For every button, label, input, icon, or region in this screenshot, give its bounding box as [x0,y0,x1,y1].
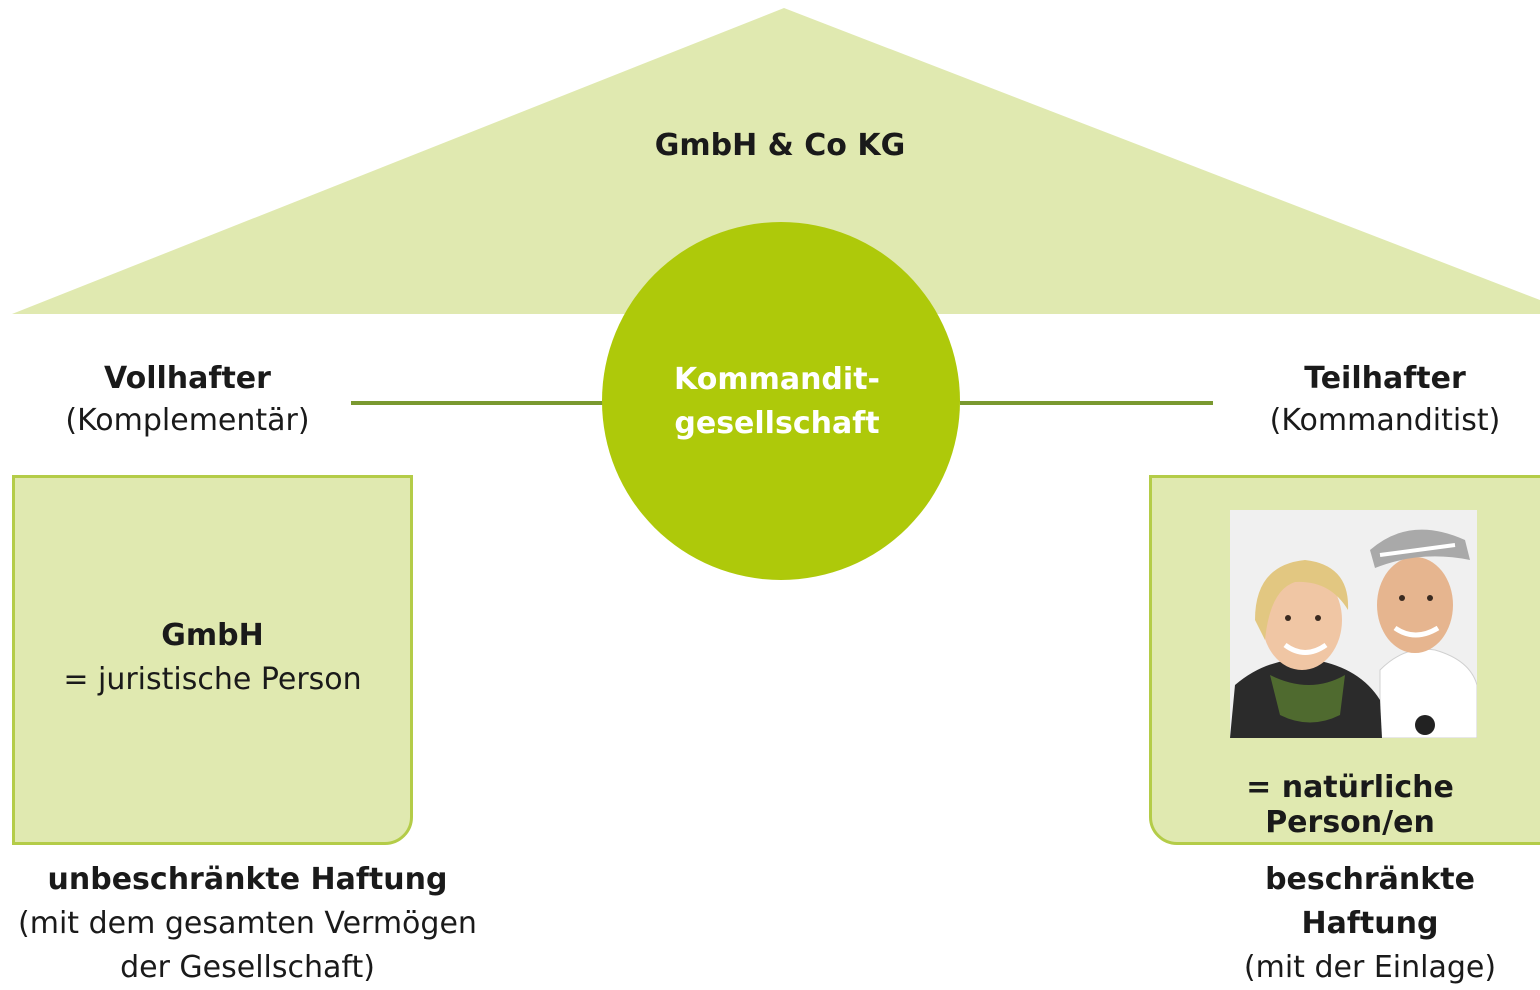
right-liability-title-2: Haftung [1301,906,1439,941]
right-liability-line1: (mit der Einlage) [1243,950,1497,985]
left-role-subtitle: (Komplementär) [65,403,310,438]
roof-title: GmbH & Co KG [654,128,906,163]
center-label-line1: Kommandit- [673,362,880,397]
connector-line-right [960,401,1213,405]
left-box [12,475,413,845]
connector-line-left [351,401,603,405]
left-liability-line2: der Gesellschaft) [120,950,375,985]
right-liability: beschränkte Haftung (mit der Einlage) [1210,858,1530,990]
right-role: Teilhafter (Kommanditist) [1230,358,1540,442]
center-circle-label: Kommandit- gesellschaft [602,358,952,446]
left-role: Vollhafter (Komplementär) [20,358,355,442]
photo-illustration [1230,510,1477,738]
roof-shape [12,8,1540,314]
left-liability-line1: (mit dem gesamten Vermögen [18,906,477,941]
left-box-subtitle: = juristische Person [63,662,362,697]
center-circle [602,222,960,580]
left-role-title: Vollhafter [104,361,271,396]
center-label-line2: gesellschaft [674,406,880,441]
right-role-title: Teilhafter [1304,361,1466,396]
right-box-caption: = natürliche Person/en [1246,770,1454,840]
right-liability-title-1: beschränkte [1265,862,1475,897]
left-liability-title: unbeschränkte Haftung [47,862,448,897]
left-box-text: GmbH = juristische Person [12,614,413,702]
right-role-subtitle: (Kommanditist) [1269,403,1501,438]
left-box-title: GmbH [161,618,264,653]
two-people-photo-icon [1230,510,1477,738]
left-liability: unbeschränkte Haftung (mit dem gesamten … [0,858,495,990]
